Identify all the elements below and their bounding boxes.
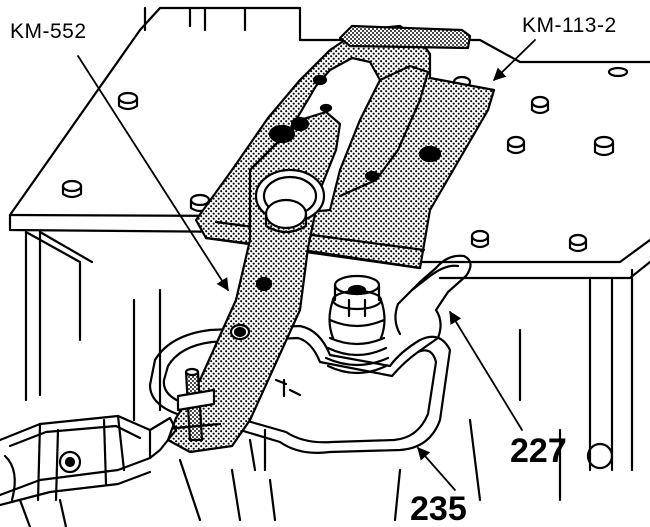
leader-227 xyxy=(449,310,523,431)
leader-km-552 xyxy=(77,55,229,292)
bolt-bosses xyxy=(61,66,629,470)
rocker-lever-227 xyxy=(394,254,472,354)
valve-spring-assembly xyxy=(324,274,390,375)
leader-lines xyxy=(77,39,536,491)
engine-block xyxy=(8,6,650,522)
label-227: 227 xyxy=(510,432,567,470)
ratchet-handle xyxy=(0,414,178,527)
tool-km-113-2 xyxy=(194,24,496,270)
label-km-113-2: KM-113-2 xyxy=(522,14,617,37)
label-km-552: KM-552 xyxy=(10,20,87,43)
leader-235 xyxy=(417,447,456,491)
tool-km-552 xyxy=(166,110,342,454)
leader-km-113-2 xyxy=(493,39,536,81)
label-235: 235 xyxy=(410,490,467,527)
